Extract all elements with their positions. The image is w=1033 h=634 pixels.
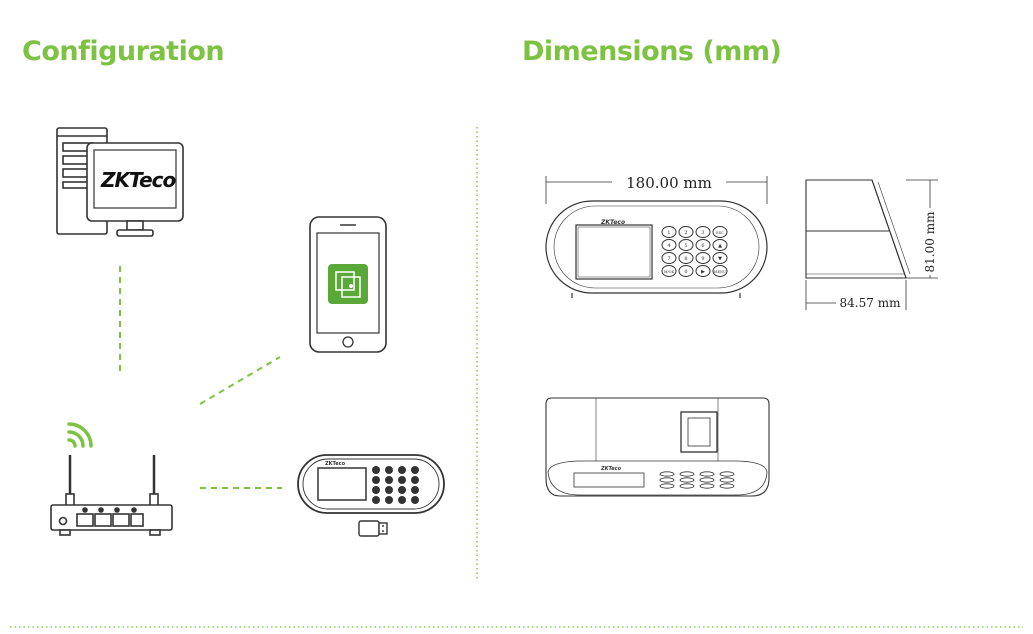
depth-label: 84.57 mm xyxy=(840,296,902,310)
top-key xyxy=(719,483,735,489)
keypad-key xyxy=(695,239,711,251)
top-key xyxy=(679,471,695,477)
keypad-key-label: ▼ xyxy=(718,256,722,262)
keypad-key-label: 4 xyxy=(667,243,670,249)
usb-drive-icon xyxy=(358,520,388,537)
side-view-drawing xyxy=(805,179,911,279)
keypad-key xyxy=(695,265,711,277)
width-dimension xyxy=(545,176,768,204)
wifi-signal-icon xyxy=(67,422,93,448)
dimensions-heading: Dimensions (mm) xyxy=(522,36,782,67)
keypad-key xyxy=(712,265,728,277)
keypad-key xyxy=(695,252,711,264)
keypad-key xyxy=(678,252,694,264)
top-key xyxy=(719,477,735,483)
top-logo: ZKTeco xyxy=(600,466,622,472)
keypad-key-label: 9 xyxy=(701,256,704,262)
connection-lines xyxy=(119,266,282,489)
keypad-key-label: 5 xyxy=(684,243,687,249)
phone-router-link xyxy=(199,356,281,405)
top-keypad xyxy=(659,471,735,489)
keypad-key-label: 2 xyxy=(684,230,687,236)
app-icon xyxy=(328,264,368,304)
front-logo: ZKTeco xyxy=(600,219,625,226)
keypad-key xyxy=(678,239,694,251)
top-key xyxy=(679,483,695,489)
top-view-drawing xyxy=(545,397,770,497)
terminal-logo: ZKTeco xyxy=(325,461,346,467)
keypad-key-label: 3 xyxy=(701,230,704,236)
top-key xyxy=(659,483,675,489)
wifi-router-icon xyxy=(50,455,173,536)
keypad-key xyxy=(678,265,694,277)
monitor-logo: ZKTeco xyxy=(100,168,176,192)
top-key xyxy=(679,477,695,483)
top-key xyxy=(719,471,735,477)
keypad-key-label: 1 xyxy=(667,230,670,236)
keypad-key xyxy=(695,226,711,238)
keypad-key xyxy=(661,226,677,238)
keypad-key xyxy=(661,252,677,264)
keypad-key-label: 6 xyxy=(701,243,704,249)
keypad-key-label: ▶ xyxy=(701,269,705,275)
keypad-key-label: MENU xyxy=(714,270,726,274)
keypad-key xyxy=(661,239,677,251)
top-key xyxy=(659,477,675,483)
keypad-key-label: 8 xyxy=(684,256,687,262)
top-key xyxy=(699,477,715,483)
width-label: 180.00 mm xyxy=(626,174,712,192)
front-keypad: 1 2 3 ESC 4 5 6 ▲ 7 8 9 ▼ M/OK 0 ▶ MENU xyxy=(661,226,728,277)
top-key xyxy=(699,483,715,489)
keypad-key-label: M/OK xyxy=(664,270,675,274)
keypad-key-label: ▲ xyxy=(718,243,722,249)
height-label: 81.00 mm xyxy=(923,211,937,273)
front-view-drawing: 1 2 3 ESC 4 5 6 ▲ 7 8 9 ▼ M/OK 0 ▶ MENU xyxy=(545,200,768,298)
keypad-key xyxy=(712,252,728,264)
keypad-key-label: ESC xyxy=(716,231,724,235)
configuration-heading: Configuration xyxy=(22,36,225,67)
keypad-key xyxy=(712,239,728,251)
height-dimension xyxy=(906,179,938,279)
keypad-key xyxy=(661,265,677,277)
attendance-terminal-icon: ZKTeco xyxy=(297,454,445,514)
desktop-computer-icon xyxy=(56,127,184,237)
top-key xyxy=(659,471,675,477)
keypad-key-label: 0 xyxy=(684,269,687,275)
keypad-key-label: 7 xyxy=(667,256,670,262)
depth-dimension xyxy=(805,280,907,310)
top-key xyxy=(699,471,715,477)
keypad-key xyxy=(678,226,694,238)
keypad-key xyxy=(712,226,728,238)
